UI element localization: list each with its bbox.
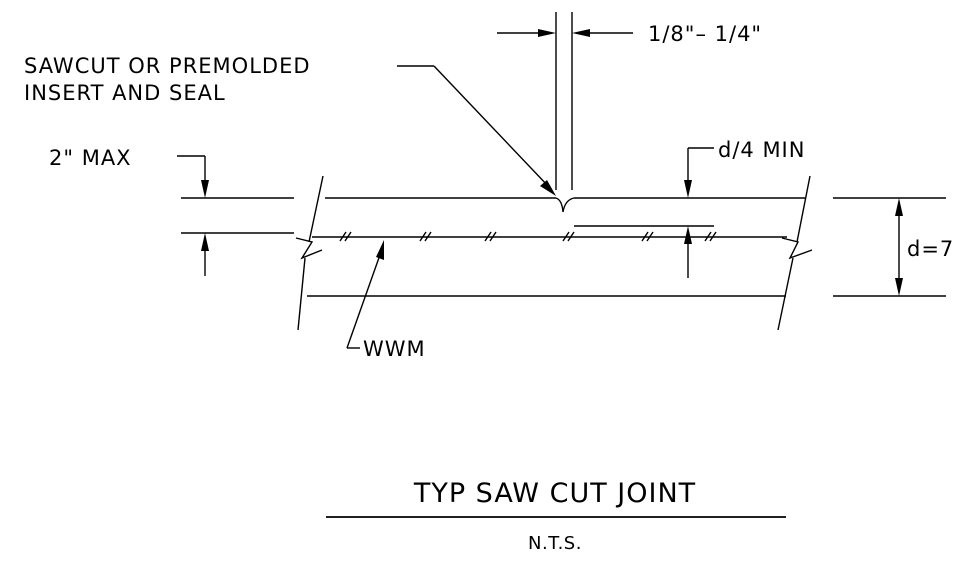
joint-arrow-left [538, 29, 556, 37]
joint-arrow-right [572, 29, 590, 37]
depth-dimension: d=7 [833, 197, 954, 297]
slab-break-left-upper [308, 175, 324, 243]
slab-break-right-upper [796, 175, 811, 243]
detail-title: TYP SAW CUT JOINT [413, 478, 696, 509]
detail-scale: N.T.S. [528, 533, 582, 554]
saw-cut-notch [555, 197, 575, 213]
sawcut-leader: SAWCUT OR PREMOLDED INSERT AND SEAL [24, 54, 556, 196]
two-inch-max-dimension: 2" MAX [49, 146, 294, 276]
wwm-leader: WWM [346, 240, 426, 361]
slab-break-left-lower [297, 257, 306, 331]
wwm-label: WWM [363, 337, 426, 361]
wwm-hash-marks [339, 231, 717, 242]
sawcut-leader-arrow [540, 180, 556, 196]
depth-arrow-down [895, 278, 903, 296]
wwm-leader-diagonal [346, 251, 382, 349]
wire-mesh [312, 225, 787, 242]
sawcut-label-line1: SAWCUT OR PREMOLDED [24, 54, 311, 78]
d4-min-dimension: d/4 MIN [684, 138, 805, 278]
slab [295, 175, 813, 331]
two-inch-max-label: 2" MAX [49, 146, 132, 170]
depth-label: d=7 [907, 237, 954, 261]
joint-width-dimension: 1/8"– 1/4" [497, 12, 762, 190]
sawcut-label-line2: INSERT AND SEAL [24, 81, 226, 105]
slab-break-right-zigzag [781, 237, 813, 260]
d4-min-arrow-down [684, 180, 692, 198]
two-inch-max-arrow-down [201, 180, 209, 198]
two-inch-max-arrow-up [201, 233, 209, 251]
depth-arrow-up [895, 198, 903, 216]
d4-min-label: d/4 MIN [718, 138, 805, 162]
wwm-leader-arrow [376, 240, 384, 260]
sawcut-leader-diagonal [433, 65, 550, 188]
title-block: TYP SAW CUT JOINT N.T.S. [326, 478, 786, 554]
d4-min-arrow-up [684, 226, 692, 244]
slab-break-right-lower [777, 257, 794, 331]
slab-break-left-zigzag [295, 237, 323, 260]
joint-width-label: 1/8"– 1/4" [648, 22, 762, 46]
